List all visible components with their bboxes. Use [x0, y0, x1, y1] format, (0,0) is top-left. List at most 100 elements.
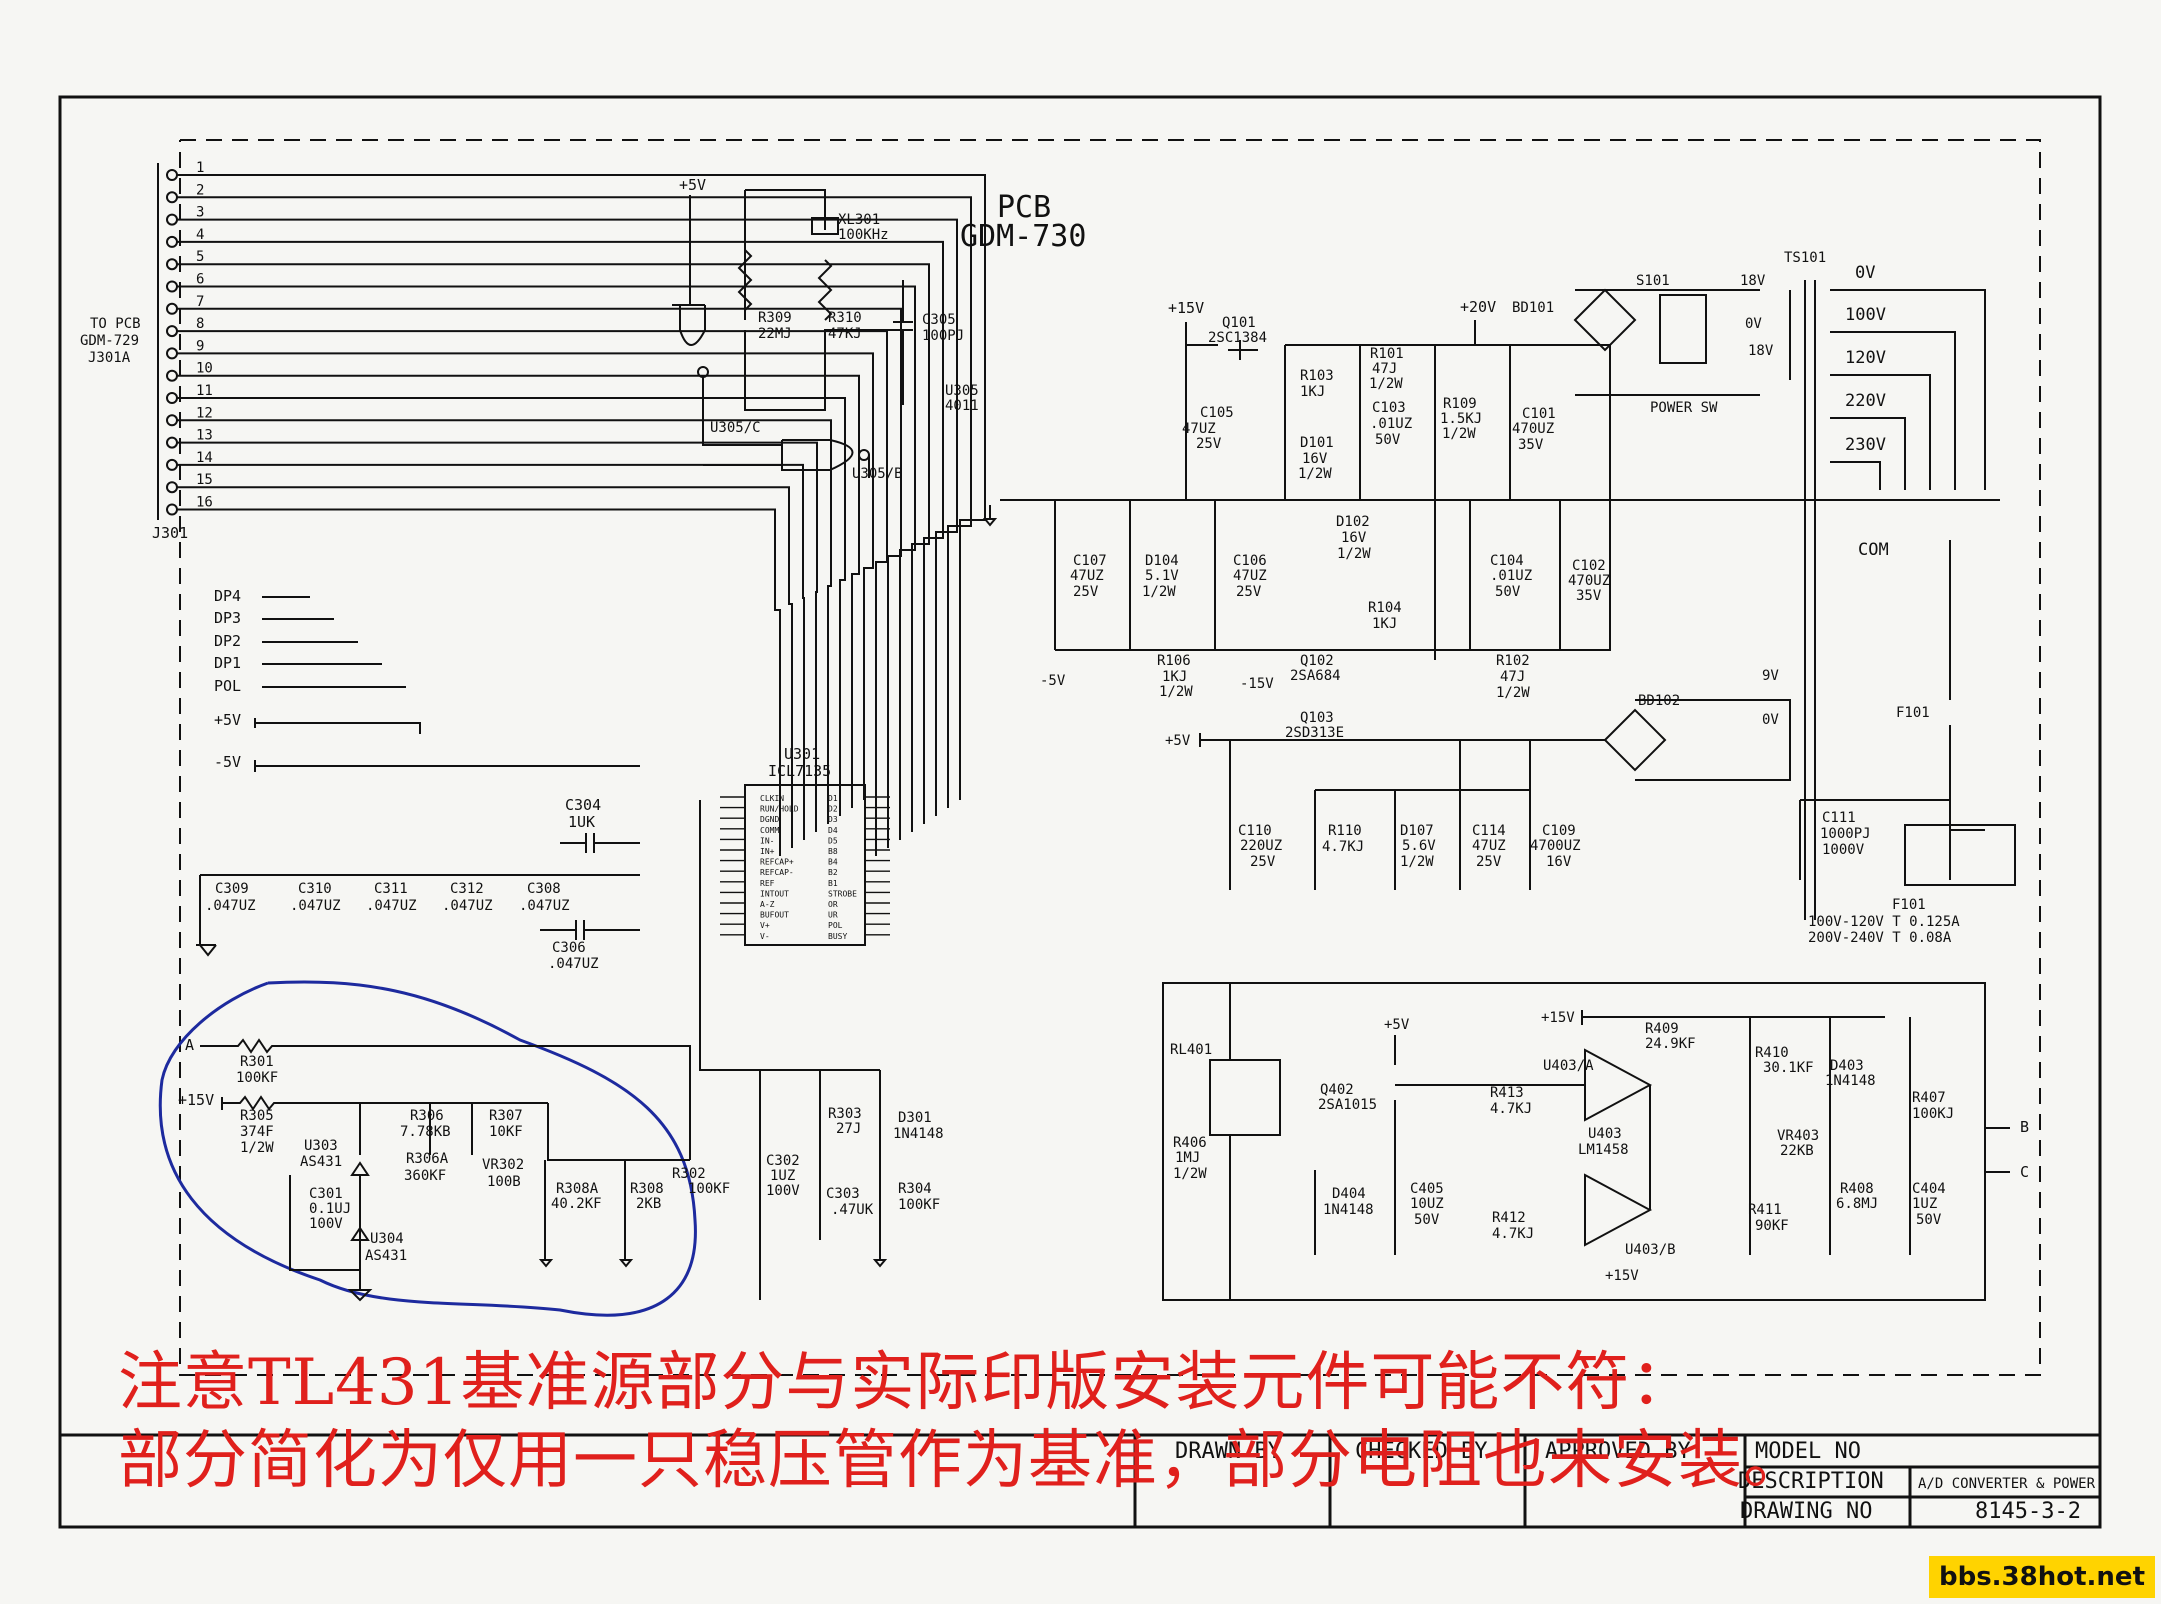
svg-text:1/2W: 1/2W — [1496, 685, 1530, 701]
svg-text:C308: C308 — [527, 881, 561, 897]
connector-pin — [166, 392, 178, 404]
ic-pin-left: REFCAP+ — [760, 858, 794, 867]
svg-text:AS431: AS431 — [365, 1248, 407, 1264]
svg-text:U301: U301 — [784, 745, 820, 763]
svg-text:4.7KJ: 4.7KJ — [1492, 1226, 1534, 1242]
svg-text:U403/A: U403/A — [1543, 1058, 1594, 1074]
svg-text:DESCRIPTION: DESCRIPTION — [1738, 1469, 1884, 1494]
svg-text:R409: R409 — [1645, 1021, 1679, 1037]
svg-text:200V-240V T 0.08A: 200V-240V T 0.08A — [1808, 930, 1952, 946]
svg-text:50V: 50V — [1495, 584, 1521, 600]
capacitor-row: C304 1UK C309 .047UZ C310 .047UZ C311 .0… — [196, 796, 640, 972]
svg-text:47UZ: 47UZ — [1070, 568, 1104, 584]
svg-text:100B: 100B — [487, 1174, 521, 1190]
svg-text:COM: COM — [1858, 540, 1889, 560]
bus-line — [177, 263, 930, 832]
svg-text:R412: R412 — [1492, 1210, 1526, 1226]
watermark: bbs.38hot.net — [1928, 1556, 2155, 1598]
svg-text:100V: 100V — [309, 1216, 343, 1232]
svg-text:R408: R408 — [1840, 1181, 1874, 1197]
svg-text:24.9KF: 24.9KF — [1645, 1036, 1696, 1052]
svg-text:6.8MJ: 6.8MJ — [1836, 1196, 1878, 1212]
svg-text:DRAWING NO: DRAWING NO — [1740, 1499, 1872, 1524]
svg-text:C312: C312 — [450, 881, 484, 897]
svg-text:D102: D102 — [1336, 514, 1370, 530]
svg-text:F101: F101 — [1892, 897, 1926, 913]
svg-text:.47UK: .47UK — [831, 1202, 874, 1218]
svg-text:22MJ: 22MJ — [758, 326, 792, 342]
svg-text:100KF: 100KF — [236, 1070, 278, 1086]
svg-text:100KHz: 100KHz — [838, 227, 889, 243]
bus-line — [177, 218, 958, 816]
svg-text:4011: 4011 — [945, 398, 979, 414]
svg-text:GDM-729: GDM-729 — [80, 333, 139, 349]
svg-text:.047UZ: .047UZ — [366, 898, 417, 914]
svg-text:POWER SW: POWER SW — [1650, 400, 1718, 416]
ic-pin-right: BUSY — [828, 932, 847, 941]
connector-pin — [166, 258, 178, 271]
connector-pin — [166, 481, 178, 494]
ic-pin-left: A-Z — [760, 900, 775, 909]
connector-pin-number: 16 — [196, 495, 213, 511]
ic-pin-left: CLKIN — [760, 794, 784, 803]
svg-text:5.1V: 5.1V — [1145, 568, 1179, 584]
svg-text:-5V: -5V — [214, 753, 241, 771]
svg-text:R109: R109 — [1443, 396, 1477, 412]
svg-text:J301A: J301A — [88, 350, 131, 366]
svg-text:R103: R103 — [1300, 368, 1334, 384]
svg-text:C303: C303 — [826, 1186, 860, 1202]
bus-line — [177, 285, 916, 840]
power-section: +15V Q101 2SC1384 R103 1KJ R101 47J 1/2W… — [982, 250, 2016, 946]
ic-pin-right: D1 — [828, 794, 838, 803]
svg-text:C301: C301 — [309, 1186, 343, 1202]
svg-text:2SC1384: 2SC1384 — [1208, 330, 1267, 346]
svg-text:0V: 0V — [1855, 263, 1875, 283]
svg-text:1UZ: 1UZ — [770, 1168, 795, 1184]
svg-text:.047UZ: .047UZ — [442, 898, 493, 914]
svg-text:16V: 16V — [1546, 854, 1572, 870]
svg-text:374F: 374F — [240, 1124, 274, 1140]
bus-line — [177, 240, 944, 824]
svg-text:R110: R110 — [1328, 823, 1362, 839]
svg-text:R104: R104 — [1368, 600, 1402, 616]
svg-text:47UZ: 47UZ — [1472, 838, 1506, 854]
svg-text:18V: 18V — [1740, 273, 1766, 289]
svg-text:25V: 25V — [1236, 584, 1262, 600]
svg-text:R310: R310 — [828, 310, 862, 326]
svg-text:35V: 35V — [1518, 437, 1544, 453]
svg-text:D404: D404 — [1332, 1186, 1366, 1202]
connector-pin-number: 9 — [196, 338, 204, 354]
svg-text:47KJ: 47KJ — [828, 326, 862, 342]
bus-line — [177, 441, 818, 832]
oscillator-section: +5V XL301 100KHz R309 22MJ R310 47KJ C30… — [672, 176, 979, 482]
svg-text:25V: 25V — [1476, 854, 1502, 870]
connector-pin — [166, 369, 178, 382]
svg-text:Q102: Q102 — [1300, 653, 1334, 669]
connector-pin-number: 11 — [196, 383, 213, 399]
svg-text:BD101: BD101 — [1512, 300, 1554, 316]
connector-pin-number: 3 — [196, 205, 204, 221]
connector-pin-number: 13 — [196, 428, 213, 444]
connector-pin-number: 6 — [196, 272, 204, 288]
svg-text:100V: 100V — [766, 1183, 800, 1199]
svg-text:A: A — [185, 1036, 194, 1054]
svg-text:Q101: Q101 — [1222, 315, 1256, 331]
connector-pin — [166, 325, 178, 338]
reference-section: A R301 100KF +15V R305 374F 1/2W R306 7.… — [158, 800, 944, 1317]
svg-text:MODEL NO: MODEL NO — [1755, 1439, 1861, 1464]
svg-text:APPROVED BY: APPROVED BY — [1545, 1439, 1691, 1464]
bus-line — [177, 397, 846, 816]
svg-text:DP4: DP4 — [214, 587, 241, 605]
svg-text:25V: 25V — [1196, 436, 1222, 452]
svg-text:C105: C105 — [1200, 405, 1234, 421]
connector-pin — [166, 191, 178, 204]
svg-text:D301: D301 — [898, 1110, 932, 1126]
svg-text:R308A: R308A — [556, 1181, 599, 1197]
svg-text:R407: R407 — [1912, 1090, 1946, 1106]
svg-text:.047UZ: .047UZ — [548, 956, 599, 972]
board-label: GDM-730 — [960, 219, 1086, 254]
bus-line — [177, 196, 972, 808]
svg-text:+15V: +15V — [1168, 299, 1204, 317]
svg-text:+5V: +5V — [214, 711, 241, 729]
svg-text:470UZ: 470UZ — [1512, 421, 1554, 437]
